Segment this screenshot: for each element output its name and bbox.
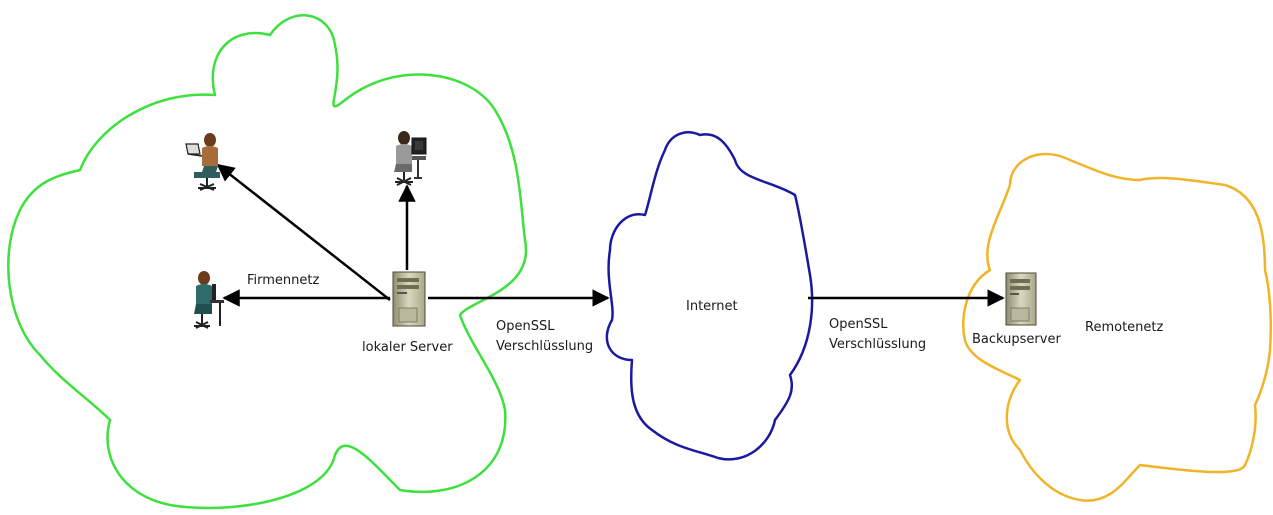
encryption-label-line2: Verschlüsslung — [496, 339, 593, 354]
internet-label: Internet — [686, 299, 738, 314]
person-laptop-icon — [185, 133, 220, 191]
remote-network-cloud — [962, 152, 1273, 502]
encryption-label-line1: OpenSSL — [496, 319, 555, 334]
local-server-label: lokaler Server — [362, 340, 453, 355]
arrow-to-laptop-user — [216, 163, 391, 301]
encryption-label-line2: Verschlüsslung — [829, 337, 926, 352]
company-network-label: Firmennetz — [247, 273, 319, 288]
server-icon — [1005, 272, 1037, 326]
person-computer-icon — [394, 131, 427, 186]
company-network-cloud — [7, 14, 528, 510]
internet-cloud — [605, 131, 814, 461]
person-desk-icon — [194, 271, 224, 329]
remote-network-label: Remotenetz — [1085, 320, 1163, 335]
encryption-label-line1: OpenSSL — [829, 317, 888, 332]
server-icon — [392, 271, 426, 327]
backup-server-label: Backupserver — [972, 332, 1061, 347]
